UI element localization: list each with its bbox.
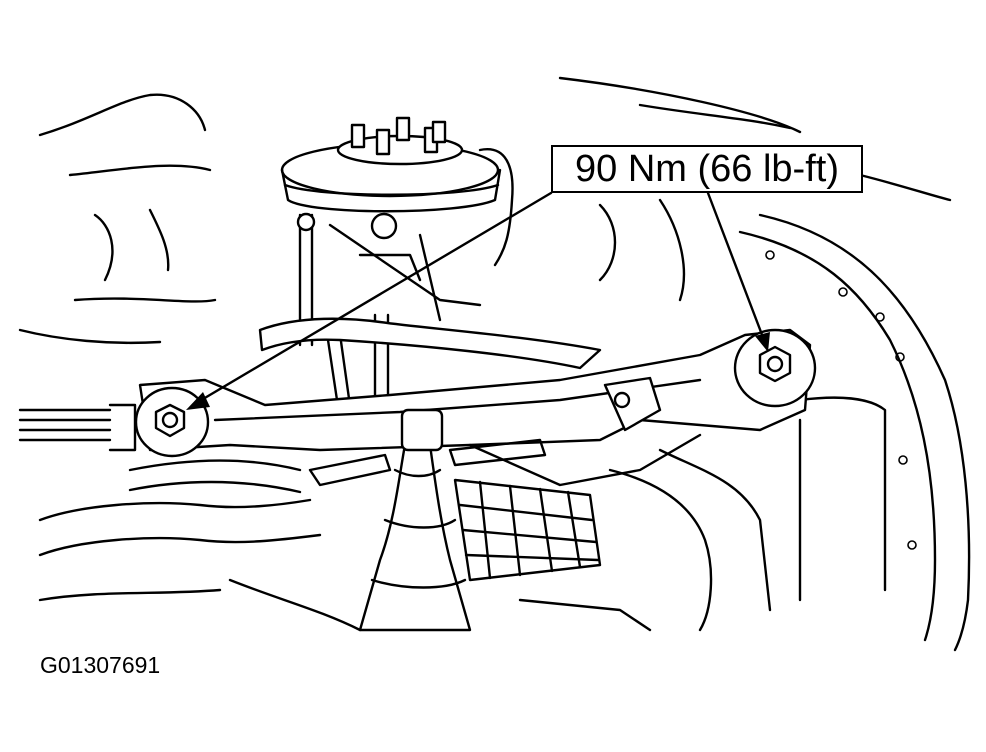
- lower-structure: [228, 448, 772, 632]
- torque-callout: 90 Nm (66 lb-ft): [551, 145, 863, 193]
- right-mount-bolt: [733, 328, 817, 408]
- left-mount-bolt: [134, 386, 210, 458]
- crossmember-arm: [138, 317, 812, 487]
- figure-id: G01307691: [40, 652, 161, 678]
- background-contours: [18, 76, 952, 345]
- frame-rail: [738, 213, 971, 652]
- hoses: [18, 403, 547, 602]
- heat-shield-grid: [453, 478, 602, 582]
- driveshaft-boot: [358, 408, 472, 632]
- leader-arrows: [186, 191, 770, 410]
- reservoir-cap: [280, 116, 514, 267]
